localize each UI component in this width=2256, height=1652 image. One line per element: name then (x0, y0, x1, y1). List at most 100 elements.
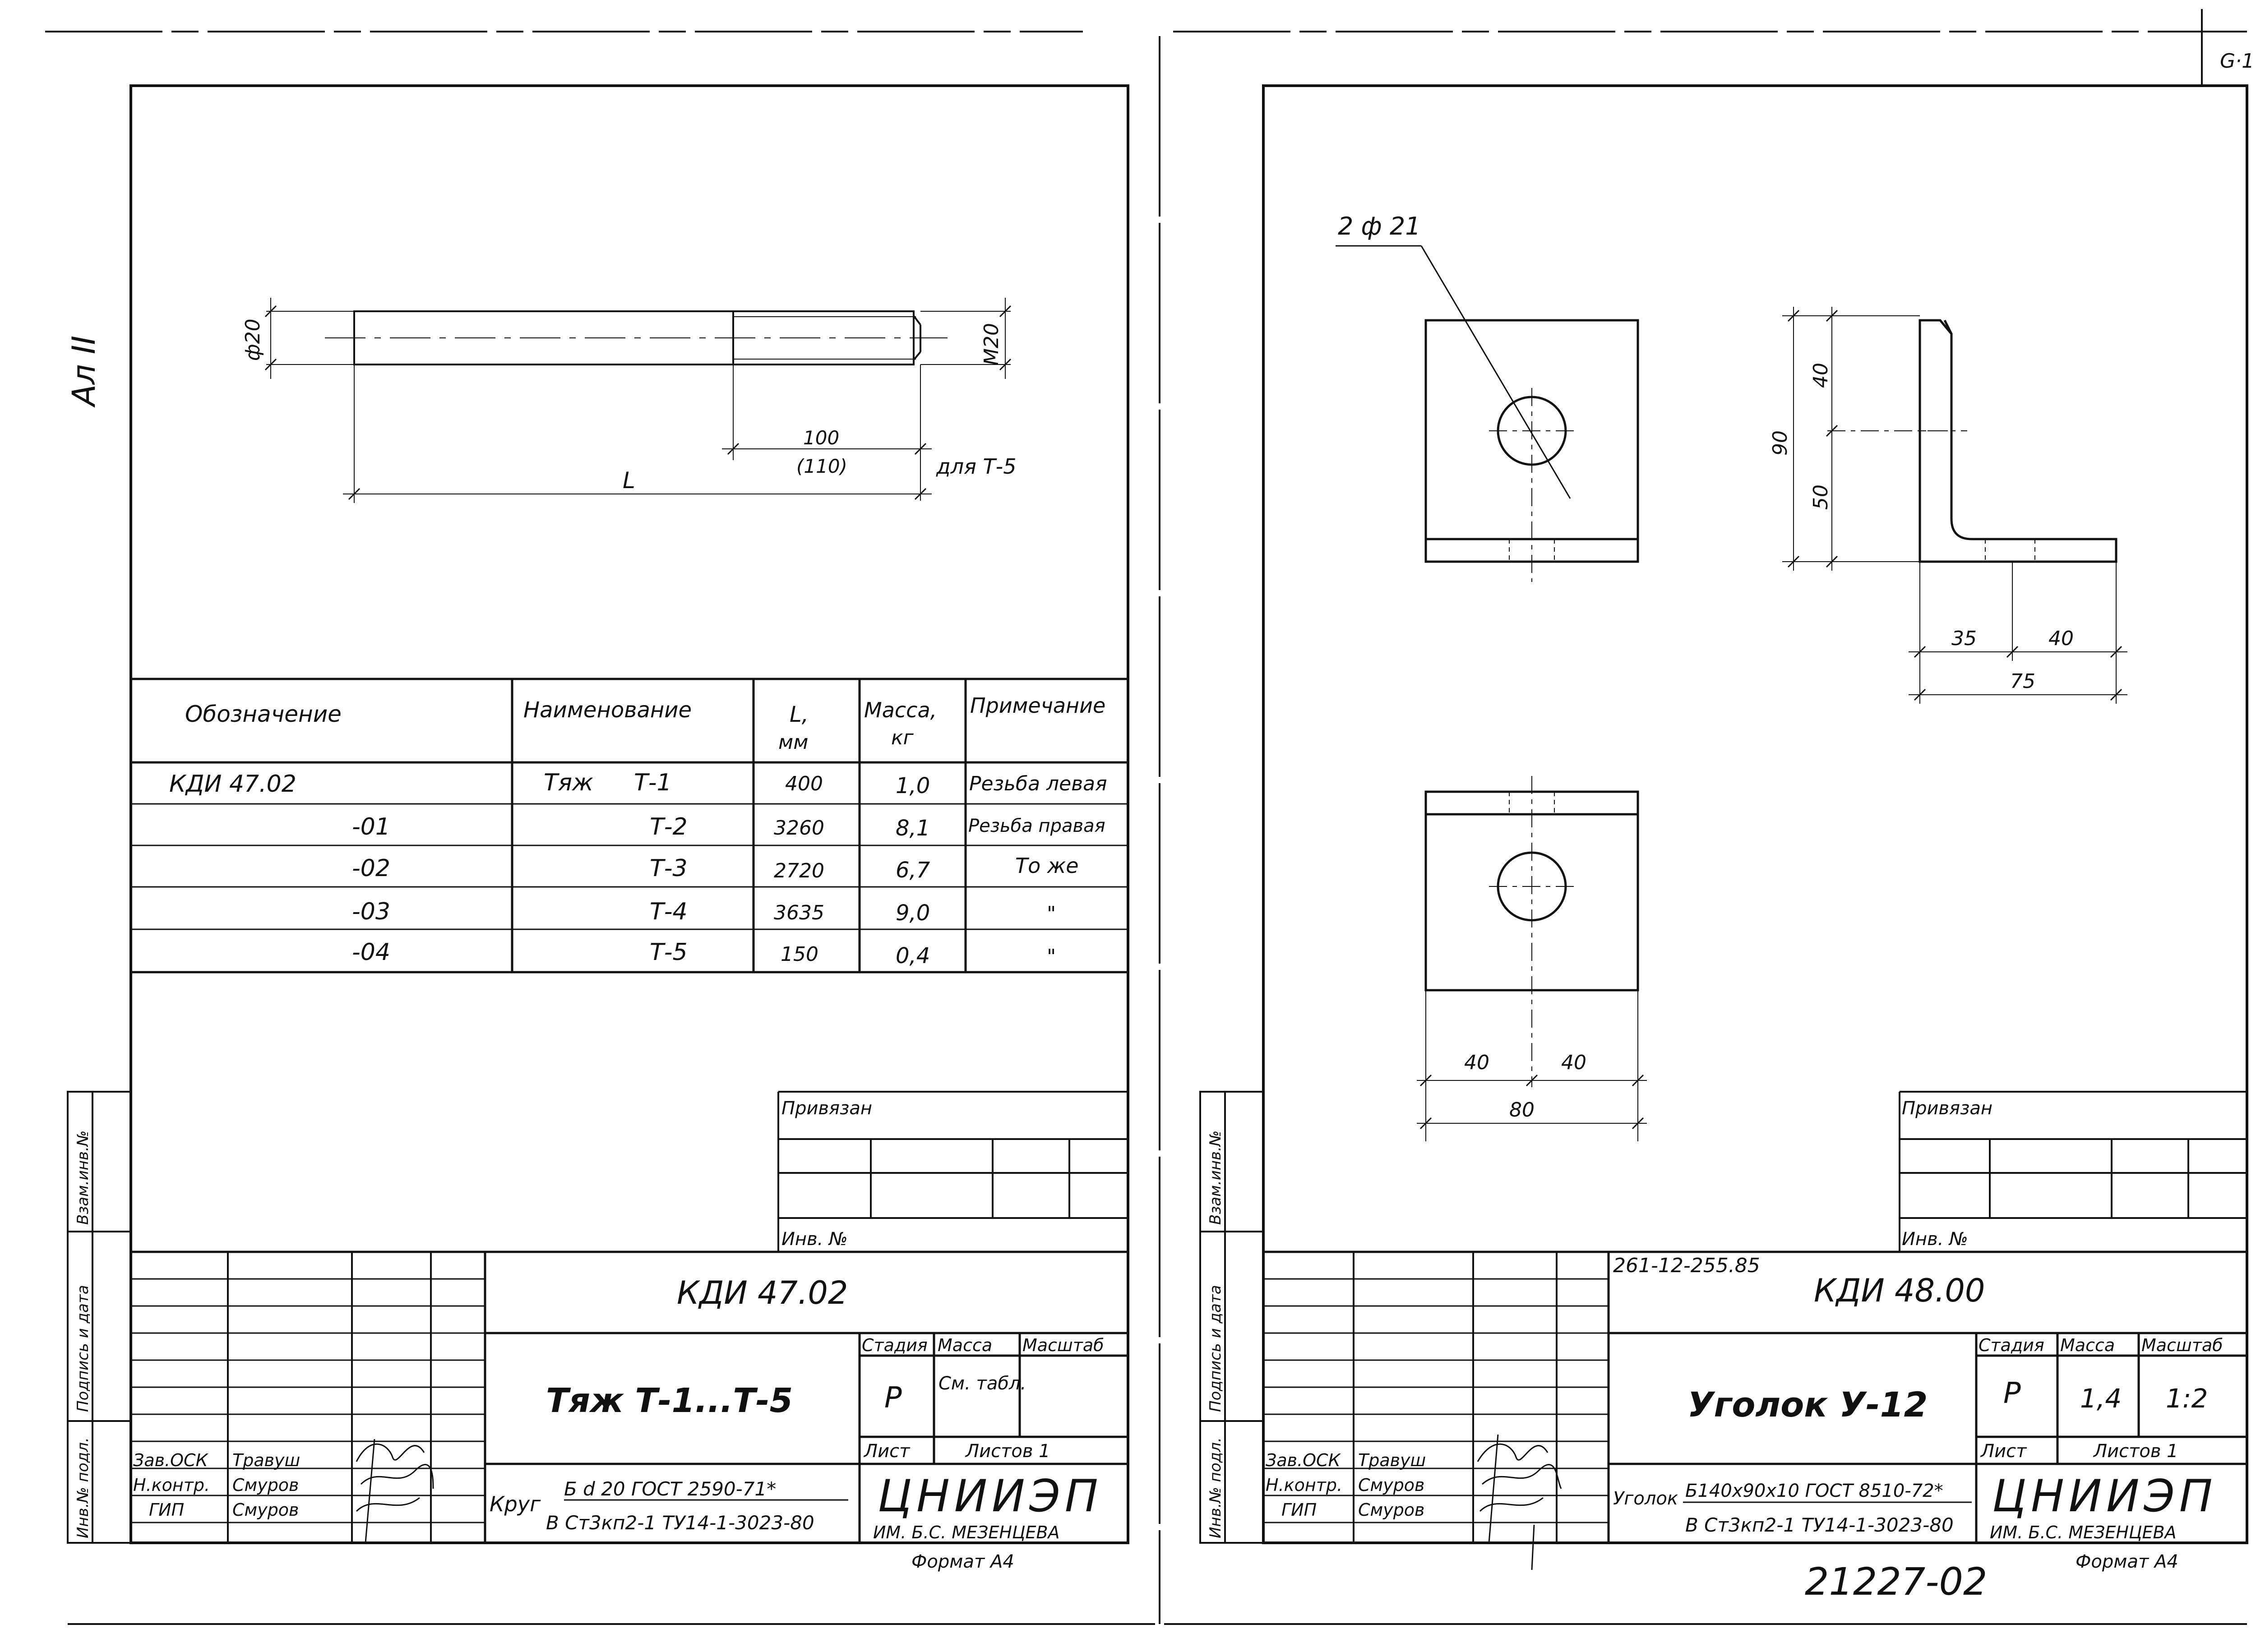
side-cell-sign-right: Подпись и дата (1207, 1285, 1225, 1412)
left-title-block (131, 1251, 1128, 1543)
spec-table-grid (131, 678, 1128, 974)
sheet-label-right: Лист (1980, 1441, 2027, 1462)
inv-no-label-right: Инв. № (1902, 1229, 1968, 1250)
scale-value-right: 1:2 (2166, 1383, 2208, 1414)
svg-text:Тяж: Тяж (544, 769, 593, 796)
dim-80: 80 (1509, 1098, 1535, 1121)
right-sheet: 2 ф 21 (1199, 84, 2248, 1572)
spec-table-headers: Обозначение Наименование L, мм Масса, кг… (185, 693, 1105, 754)
svg-text:То же: То же (1015, 854, 1079, 878)
header-name: Наименование (523, 697, 692, 723)
sheets-label: Листов 1 (965, 1441, 1050, 1462)
svg-text:8,1: 8,1 (896, 816, 930, 841)
dim-40-right: 40 (1561, 1051, 1586, 1074)
scale-label: Масштаб (1022, 1335, 1104, 1355)
svg-text:Т-5: Т-5 (650, 939, 688, 966)
svg-text:6,7: 6,7 (896, 858, 930, 883)
privyazan-label: Привязан (781, 1098, 872, 1119)
header-note: Примечание (970, 693, 1105, 718)
format-label: Формат А4 (911, 1551, 1014, 1572)
signature-scribble (356, 1439, 434, 1543)
svg-text:3635: 3635 (774, 901, 824, 924)
side-cell-sign: Подпись и дата (74, 1285, 92, 1412)
privyazan-block (777, 1091, 1128, 1252)
table-row: -04 Т-5 150 0,4 " (352, 939, 1056, 969)
mass-label-right: Масса (2060, 1335, 2115, 1355)
svg-text:9,0: 9,0 (896, 900, 930, 926)
dim-40-left: 40 (1464, 1051, 1489, 1074)
stage-value-right: Р (2003, 1377, 2021, 1410)
header-length: L, (790, 702, 809, 727)
angle-top-view (1417, 776, 1647, 1141)
angle-side-view (1782, 307, 2127, 704)
dim-dia: ф20 (241, 318, 264, 361)
side-cell-inv: Инв.№ подл. (74, 1437, 92, 1538)
privyazan-block-right (1899, 1091, 2247, 1252)
material-prefix-right: Уголок (1613, 1488, 1678, 1509)
table-row: КДИ 47.02 Тяж Т-1 400 1,0 Резьба левая (169, 769, 1107, 798)
stage-label: Стадия (862, 1335, 928, 1355)
holes-label: 2 ф 21 (1338, 212, 1421, 240)
scale-label-right: Масштаб (2141, 1335, 2223, 1355)
spec-table-rows: КДИ 47.02 Тяж Т-1 400 1,0 Резьба левая -… (169, 769, 1107, 969)
side-cell-inv-right: Инв.№ подл. (1207, 1437, 1225, 1538)
dim-110: (110) (796, 455, 847, 477)
header-mass-unit: кг (891, 726, 914, 749)
doc-code: КДИ 47.02 (677, 1274, 848, 1311)
material-line1: Б d 20 ГОСТ 2590-71* (564, 1478, 776, 1500)
material-line2: В Ст3кп2-1 ТУ14-1-3023-80 (546, 1512, 814, 1534)
svg-text:3260: 3260 (774, 817, 824, 840)
dim-100: 100 (803, 427, 839, 449)
table-row: -03 Т-4 3635 9,0 " (352, 898, 1056, 926)
svg-text:2720: 2720 (774, 859, 824, 882)
org-name: ЦНИИЭП (878, 1471, 1103, 1522)
svg-text:": " (1047, 902, 1056, 925)
svg-text:Резьба левая: Резьба левая (969, 772, 1107, 795)
signature-scribble-right (1477, 1434, 1562, 1570)
right-frame (1262, 84, 2248, 1544)
right-title-block (1263, 1251, 2247, 1543)
side-cell-vzam: Взам.инв.№ (74, 1131, 92, 1225)
note-t5: для Т-5 (936, 454, 1016, 479)
dim-90-vertical: 90 (1769, 430, 1792, 456)
side-label: Ал II (65, 336, 102, 408)
svg-text:-03: -03 (352, 898, 390, 925)
table-row: -01 Т-2 3260 8,1 Резьба правая (352, 813, 1105, 841)
bottom-number: 21227-02 (1805, 1560, 1987, 1604)
part-name-right: Уголок У-12 (1687, 1384, 1928, 1425)
org-name-right: ЦНИИЭП (1992, 1471, 2217, 1522)
role-gip: ГИП (149, 1500, 184, 1520)
svg-text:-04: -04 (352, 939, 390, 966)
person-2-right: Смуров (1358, 1475, 1424, 1495)
svg-text:Т-3: Т-3 (650, 855, 688, 882)
doc-code-right: КДИ 48.00 (1814, 1272, 1985, 1309)
project-code: 261-12-255.85 (1613, 1254, 1760, 1277)
role-gip-right: ГИП (1281, 1500, 1317, 1520)
dim-40-vertical: 40 (1809, 363, 1832, 388)
role-zav: Зав.ОСК (133, 1450, 209, 1470)
svg-text:-02: -02 (352, 855, 390, 882)
mass-value-right: 1,4 (2080, 1383, 2122, 1414)
left-frame (129, 84, 1129, 1544)
side-cell-vzam-right: Взам.инв.№ (1207, 1131, 1225, 1225)
role-zav-right: Зав.ОСК (1266, 1450, 1341, 1470)
left-sheet: ф20 M20 100 (110) для Т-5 L Обозначение … (67, 84, 1129, 1572)
org-sub: ИМ. Б.С. МЕЗЕНЦЕВА (873, 1523, 1060, 1542)
sheets-label-right: Листов 1 (2093, 1441, 2178, 1462)
dim-75: 75 (2010, 670, 2035, 693)
stage-value: Р (884, 1381, 902, 1415)
person-2: Смуров (232, 1475, 299, 1495)
angle-front-view (1336, 245, 1639, 582)
dim-35: 35 (1951, 627, 1977, 650)
role-nkontr-right: Н.контр. (1266, 1475, 1342, 1495)
table-row: -02 Т-3 2720 6,7 То же (352, 854, 1079, 883)
material-line1-right: Б140х90х10 ГОСТ 8510-72* (1685, 1481, 1943, 1501)
material-prefix: Круг (490, 1492, 541, 1516)
svg-text:Т-4: Т-4 (650, 898, 688, 925)
dim-50-vertical: 50 (1809, 485, 1832, 510)
header-length-unit: мм (778, 731, 808, 754)
svg-text:Т-2: Т-2 (650, 813, 688, 840)
header-designation: Обозначение (185, 701, 342, 727)
inv-no-label: Инв. № (781, 1229, 848, 1250)
